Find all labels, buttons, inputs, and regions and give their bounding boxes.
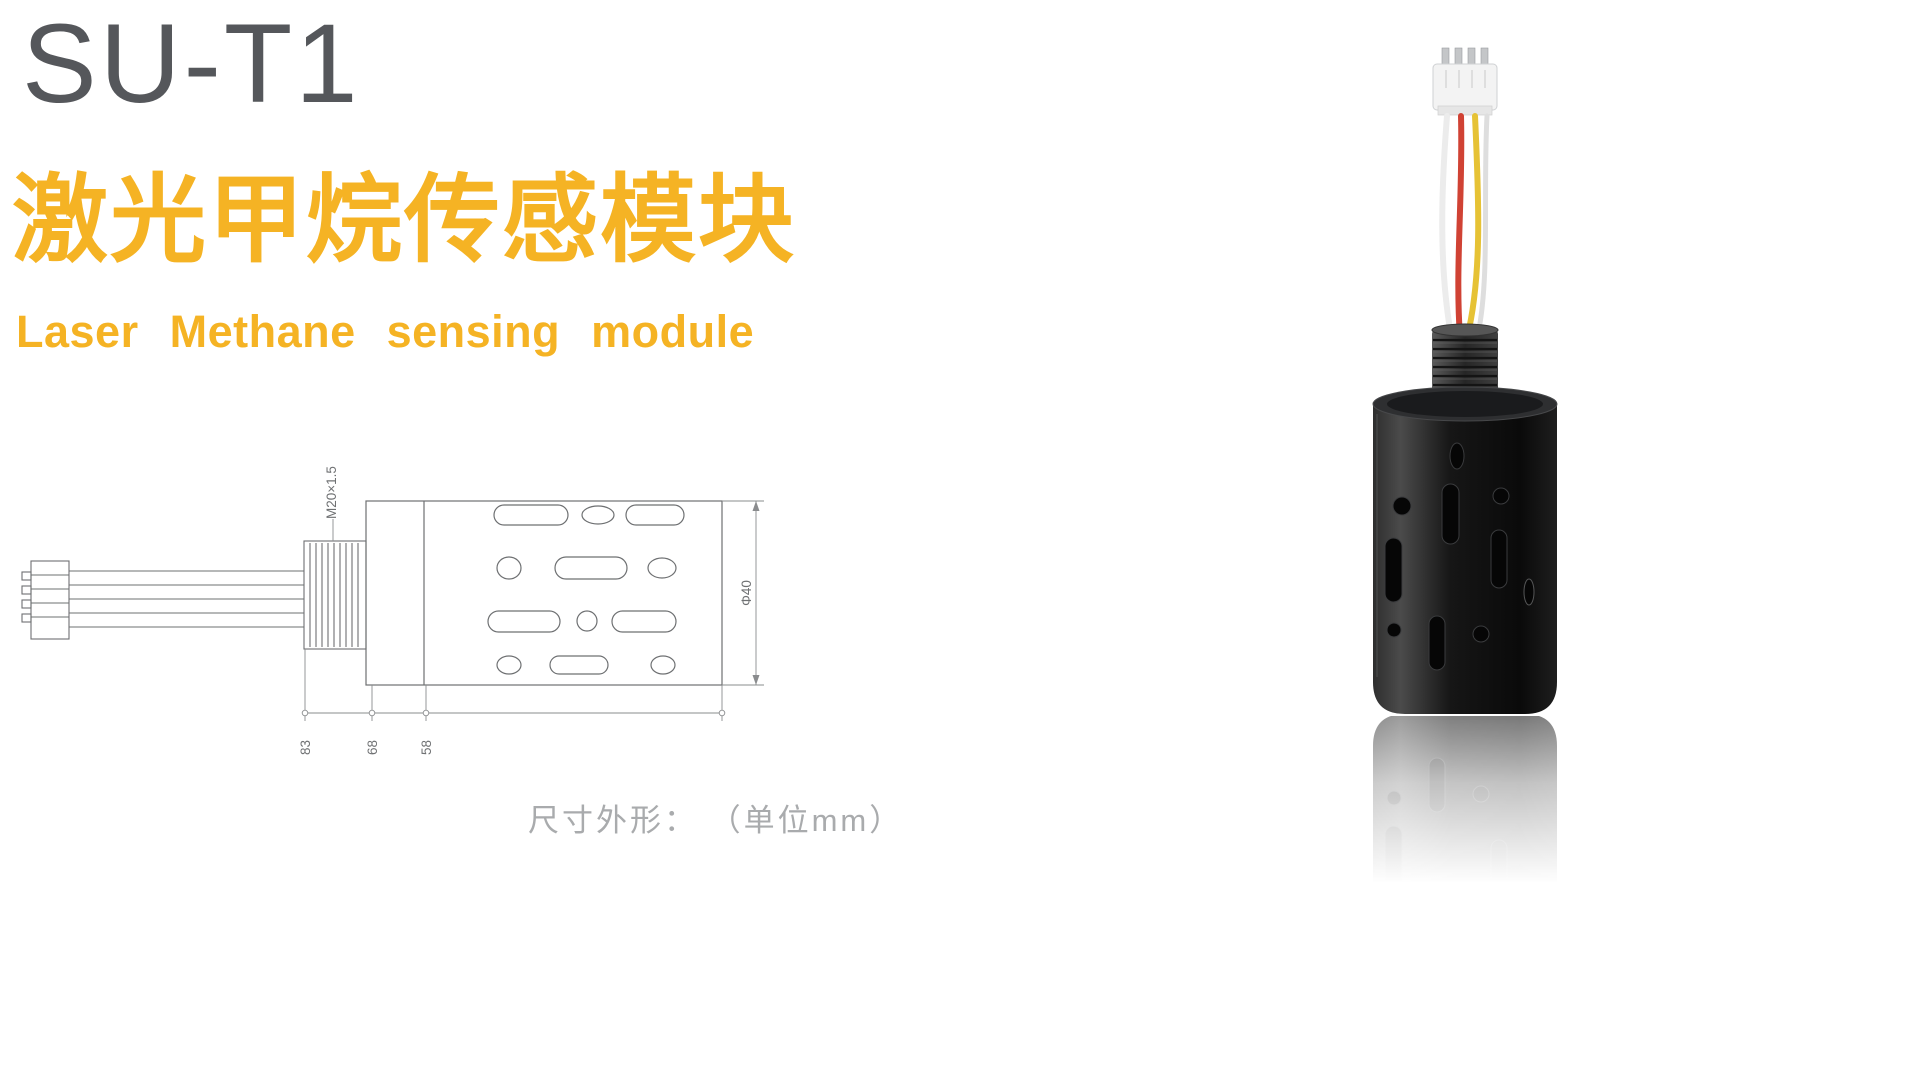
drawing-body <box>365 500 723 686</box>
photo-body <box>1372 386 1558 714</box>
dim-total-label: 83 <box>298 740 313 755</box>
drawing-caption: 尺寸外形： （单位mm） <box>528 803 904 838</box>
thread-spec-label: M20×1.5 <box>324 466 339 519</box>
drawing-labels: M20×1.5 83 68 58 Φ40 <box>298 466 754 755</box>
photo-connector <box>1432 47 1498 116</box>
diameter-label: Φ40 <box>739 580 754 606</box>
product-photo <box>1330 32 1590 1024</box>
drawing-dimension-lines <box>301 500 764 721</box>
photo-threaded-collar <box>1431 323 1499 400</box>
dimension-drawing-svg: M20×1.5 83 68 58 Φ40 <box>21 466 764 755</box>
dim-inner-label: 58 <box>419 740 434 755</box>
product-title-zh: 激光甲烷传感模块 <box>12 167 796 274</box>
photo-reflection <box>1373 714 1557 1024</box>
product-title-en: Laser Methane sensing module <box>16 306 755 357</box>
drawing-wires <box>69 570 304 628</box>
photo-wires <box>1439 113 1490 341</box>
dimension-drawing: M20×1.5 83 68 58 Φ40 <box>20 455 800 785</box>
drawing-connector <box>21 560 70 640</box>
drawing-thread <box>303 540 367 650</box>
product-photo-svg <box>1372 47 1558 1024</box>
dim-middle-label: 68 <box>365 740 380 755</box>
product-model: SU-T1 <box>22 1 361 126</box>
